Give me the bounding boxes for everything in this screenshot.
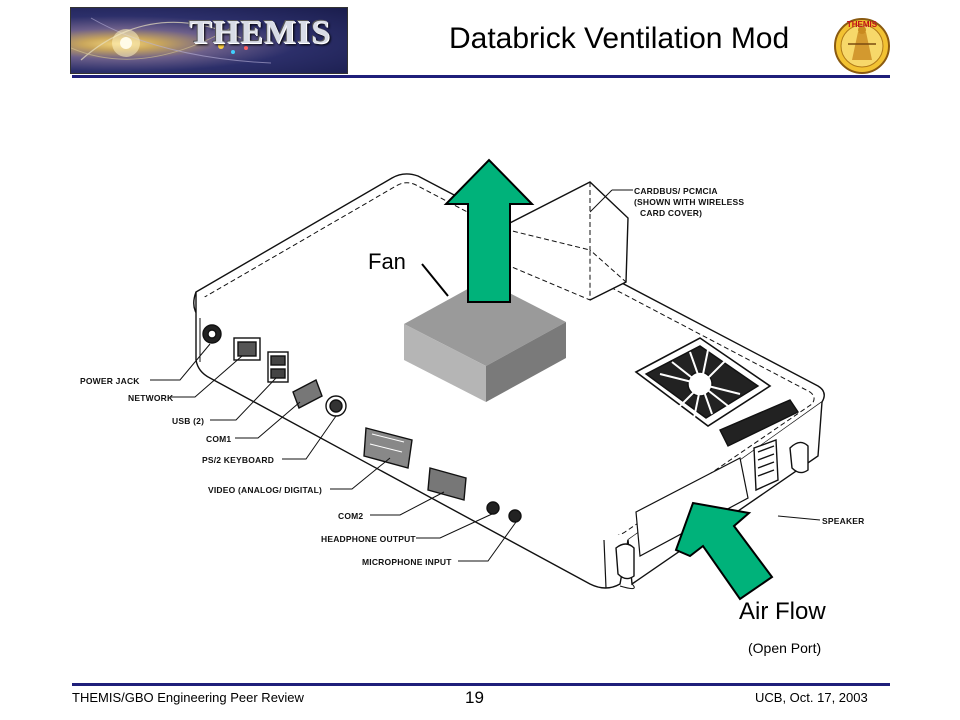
inlet-airflow-arrow (674, 501, 774, 601)
fan-label: Fan (368, 249, 406, 274)
banner-title: THEMIS (189, 14, 332, 51)
banner-orbit-graphic (71, 17, 272, 64)
cardbus-leader (589, 189, 633, 213)
callout-cardbus: CARDBUS/ PCMCIA (SHOWN WITH WIRELESS CAR… (634, 186, 744, 219)
themis-logo: THEMIS (834, 18, 890, 74)
callout-video: VIDEO (ANALOG/ DIGITAL) (208, 485, 322, 495)
fan-leader-line (421, 263, 449, 297)
footer-right-text: UCB, Oct. 17, 2003 (755, 690, 868, 705)
fan-block (404, 280, 566, 402)
footer-left-text: THEMIS/GBO Engineering Peer Review (72, 690, 304, 705)
callout-cardbus-line3: CARD COVER) (640, 208, 703, 218)
logo-text: THEMIS (847, 20, 878, 29)
callout-speaker: SPEAKER (822, 516, 865, 526)
airflow-label: Air Flow (739, 598, 826, 625)
header-divider (72, 75, 890, 78)
callout-com1: COM1 (206, 434, 232, 444)
page-number: 19 (465, 688, 484, 707)
themis-banner-image: THEMIS (70, 7, 348, 74)
footer-divider (72, 683, 890, 686)
callout-ps2-keyboard: PS/2 KEYBOARD (202, 455, 275, 465)
callout-cardbus-line2: (SHOWN WITH WIRELESS (634, 197, 745, 207)
callout-power-jack: POWER JACK (80, 376, 140, 386)
callout-com2: COM2 (338, 511, 364, 521)
callout-network: NETWORK (128, 393, 174, 403)
callout-usb: USB (2) (172, 416, 205, 426)
upward-airflow-arrow (443, 158, 535, 303)
callout-microphone: MICROPHONE INPUT (362, 557, 452, 567)
callout-cardbus-line1: CARDBUS/ PCMCIA (634, 186, 718, 196)
callout-headphone: HEADPHONE OUTPUT (321, 534, 416, 544)
slide-title: Databrick Ventilation Mod (449, 22, 790, 55)
open-port-label: (Open Port) (748, 640, 822, 656)
